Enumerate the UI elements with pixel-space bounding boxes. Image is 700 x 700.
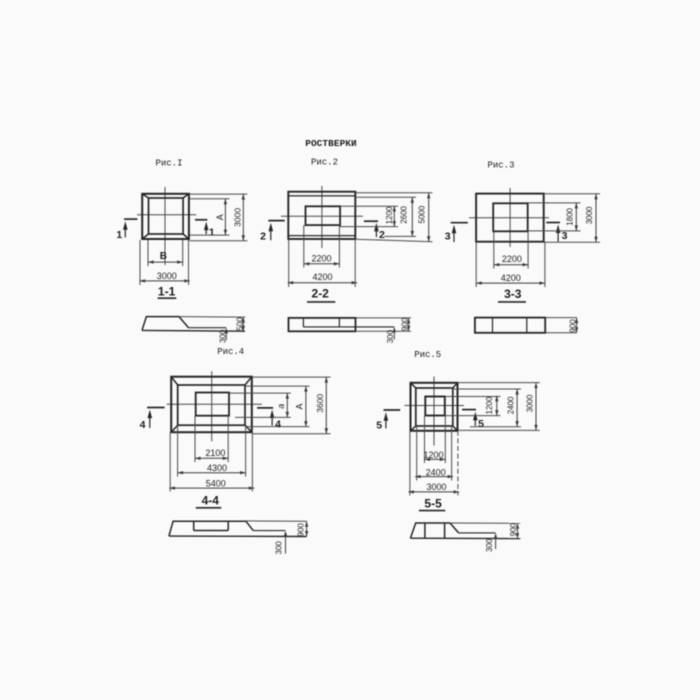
svg-text:900: 900 bbox=[296, 523, 305, 537]
svg-text:900: 900 bbox=[400, 317, 409, 331]
svg-text:300: 300 bbox=[218, 329, 227, 343]
svg-text:4: 4 bbox=[140, 419, 146, 431]
svg-text:2200: 2200 bbox=[502, 254, 522, 264]
svg-text:2400: 2400 bbox=[506, 396, 515, 414]
svg-text:2: 2 bbox=[379, 229, 385, 241]
svg-text:Рис.2: Рис.2 bbox=[311, 157, 338, 167]
svg-text:2400: 2400 bbox=[426, 467, 446, 477]
svg-text:A: A bbox=[295, 403, 305, 409]
svg-text:4-4: 4-4 bbox=[202, 493, 220, 507]
svg-text:3000: 3000 bbox=[232, 208, 242, 227]
svg-text:Рис.I: Рис.I bbox=[155, 158, 182, 168]
svg-text:1200: 1200 bbox=[385, 206, 394, 224]
svg-text:3600: 3600 bbox=[315, 394, 325, 413]
svg-text:3000: 3000 bbox=[526, 394, 535, 412]
svg-text:5: 5 bbox=[478, 418, 484, 430]
svg-text:РОСТВЕРКИ: РОСТВЕРКИ bbox=[305, 138, 357, 149]
svg-text:500: 500 bbox=[235, 317, 244, 331]
svg-text:300: 300 bbox=[275, 541, 284, 555]
svg-text:3-3: 3-3 bbox=[504, 287, 522, 301]
svg-text:1800: 1800 bbox=[566, 207, 575, 225]
svg-text:900: 900 bbox=[569, 319, 578, 333]
svg-text:4200: 4200 bbox=[501, 273, 521, 283]
svg-text:A: A bbox=[215, 214, 225, 220]
svg-text:a: a bbox=[276, 404, 286, 409]
svg-text:2-2: 2-2 bbox=[312, 286, 330, 300]
svg-text:5400: 5400 bbox=[206, 478, 226, 488]
svg-text:5000: 5000 bbox=[418, 205, 427, 223]
svg-text:1: 1 bbox=[209, 226, 215, 238]
svg-text:2600: 2600 bbox=[400, 205, 409, 223]
svg-text:B: B bbox=[160, 251, 167, 262]
svg-text:5-5: 5-5 bbox=[424, 496, 442, 510]
svg-text:1200: 1200 bbox=[485, 396, 494, 414]
svg-text:Рис.5: Рис.5 bbox=[414, 350, 441, 360]
svg-text:5: 5 bbox=[376, 419, 382, 431]
svg-text:Рис.3: Рис.3 bbox=[487, 161, 514, 171]
svg-text:1: 1 bbox=[116, 229, 122, 241]
svg-text:300: 300 bbox=[386, 329, 395, 343]
svg-text:4200: 4200 bbox=[312, 272, 332, 282]
svg-text:4: 4 bbox=[275, 418, 281, 430]
svg-text:Рис.4: Рис.4 bbox=[217, 347, 244, 357]
svg-text:3000: 3000 bbox=[426, 482, 446, 492]
svg-text:900: 900 bbox=[509, 522, 518, 536]
svg-text:1200: 1200 bbox=[423, 450, 443, 460]
svg-text:300: 300 bbox=[485, 538, 494, 552]
svg-text:4300: 4300 bbox=[207, 463, 227, 473]
svg-text:3: 3 bbox=[445, 231, 451, 243]
svg-text:3000: 3000 bbox=[585, 206, 594, 224]
svg-text:3000: 3000 bbox=[157, 271, 177, 281]
svg-text:2: 2 bbox=[260, 230, 266, 242]
svg-text:1-1: 1-1 bbox=[158, 284, 176, 298]
svg-text:2200: 2200 bbox=[311, 253, 331, 263]
svg-text:2100: 2100 bbox=[205, 448, 225, 458]
svg-text:3: 3 bbox=[562, 230, 568, 242]
